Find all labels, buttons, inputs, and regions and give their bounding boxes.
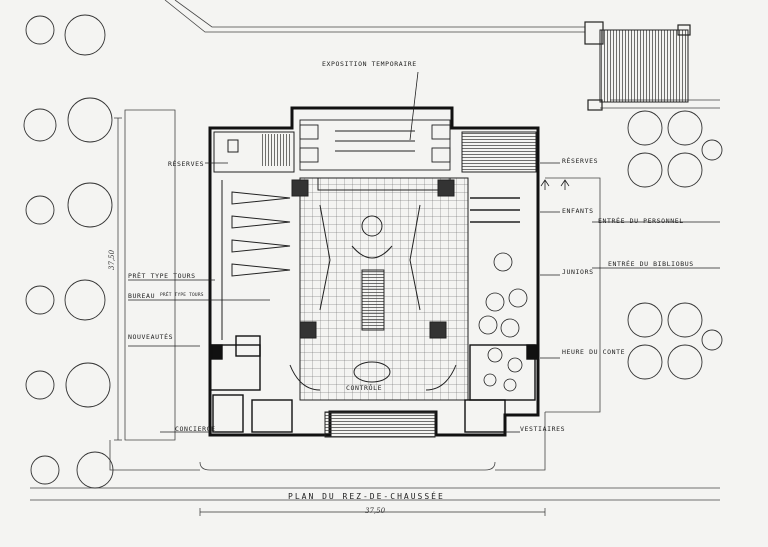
children-tables — [478, 252, 528, 392]
plan-title: PLAN DU REZ-DE-CHAUSSÉE — [288, 492, 445, 501]
dimension-height: 37,50 — [108, 249, 116, 270]
label-enfants: ENFANTS — [562, 207, 594, 215]
dimension-width: 37,50 — [365, 507, 386, 515]
entrance-stair-top-right — [584, 21, 691, 111]
entrance-steps — [324, 411, 436, 438]
label-nouveautes: NOUVEAUTÉS — [128, 333, 174, 341]
dimension-lines — [114, 117, 546, 516]
hall-furniture — [289, 179, 457, 391]
label-entree-personnel: ENTRÉE DU PERSONNEL — [598, 217, 684, 225]
left-reserves-stacks — [213, 131, 295, 340]
label-reserves-right: RÉSERVES — [562, 157, 599, 165]
right-reserves-stacks — [461, 131, 537, 223]
label-exposition-temporaire: EXPOSITION TEMPORAIRE — [322, 60, 417, 68]
label-juniors: JUNIORS — [562, 268, 594, 276]
label-bureau-sub: PRÊT TYPE TOURS — [160, 293, 204, 298]
trees-left — [23, 14, 114, 489]
trees-right — [627, 110, 723, 380]
label-reserves-left: RÉSERVES — [168, 160, 205, 168]
label-vestiaires: VESTIAIRES — [520, 425, 566, 433]
label-concierge: CONCIERGE — [175, 425, 216, 433]
label-bureau: BUREAU — [128, 292, 156, 300]
exposition-room — [299, 119, 451, 171]
lower-rooms — [209, 335, 538, 433]
label-heure-du-conte: HEURE DU CONTE — [562, 348, 626, 356]
label-controle: CONTRÔLE — [346, 384, 383, 392]
leader-lines — [128, 71, 720, 433]
label-pret-type-tours: PRÊT TYPE TOURS — [128, 272, 196, 280]
label-entree-bibliobus: ENTRÉE DU BIBLIOBUS — [608, 260, 694, 268]
